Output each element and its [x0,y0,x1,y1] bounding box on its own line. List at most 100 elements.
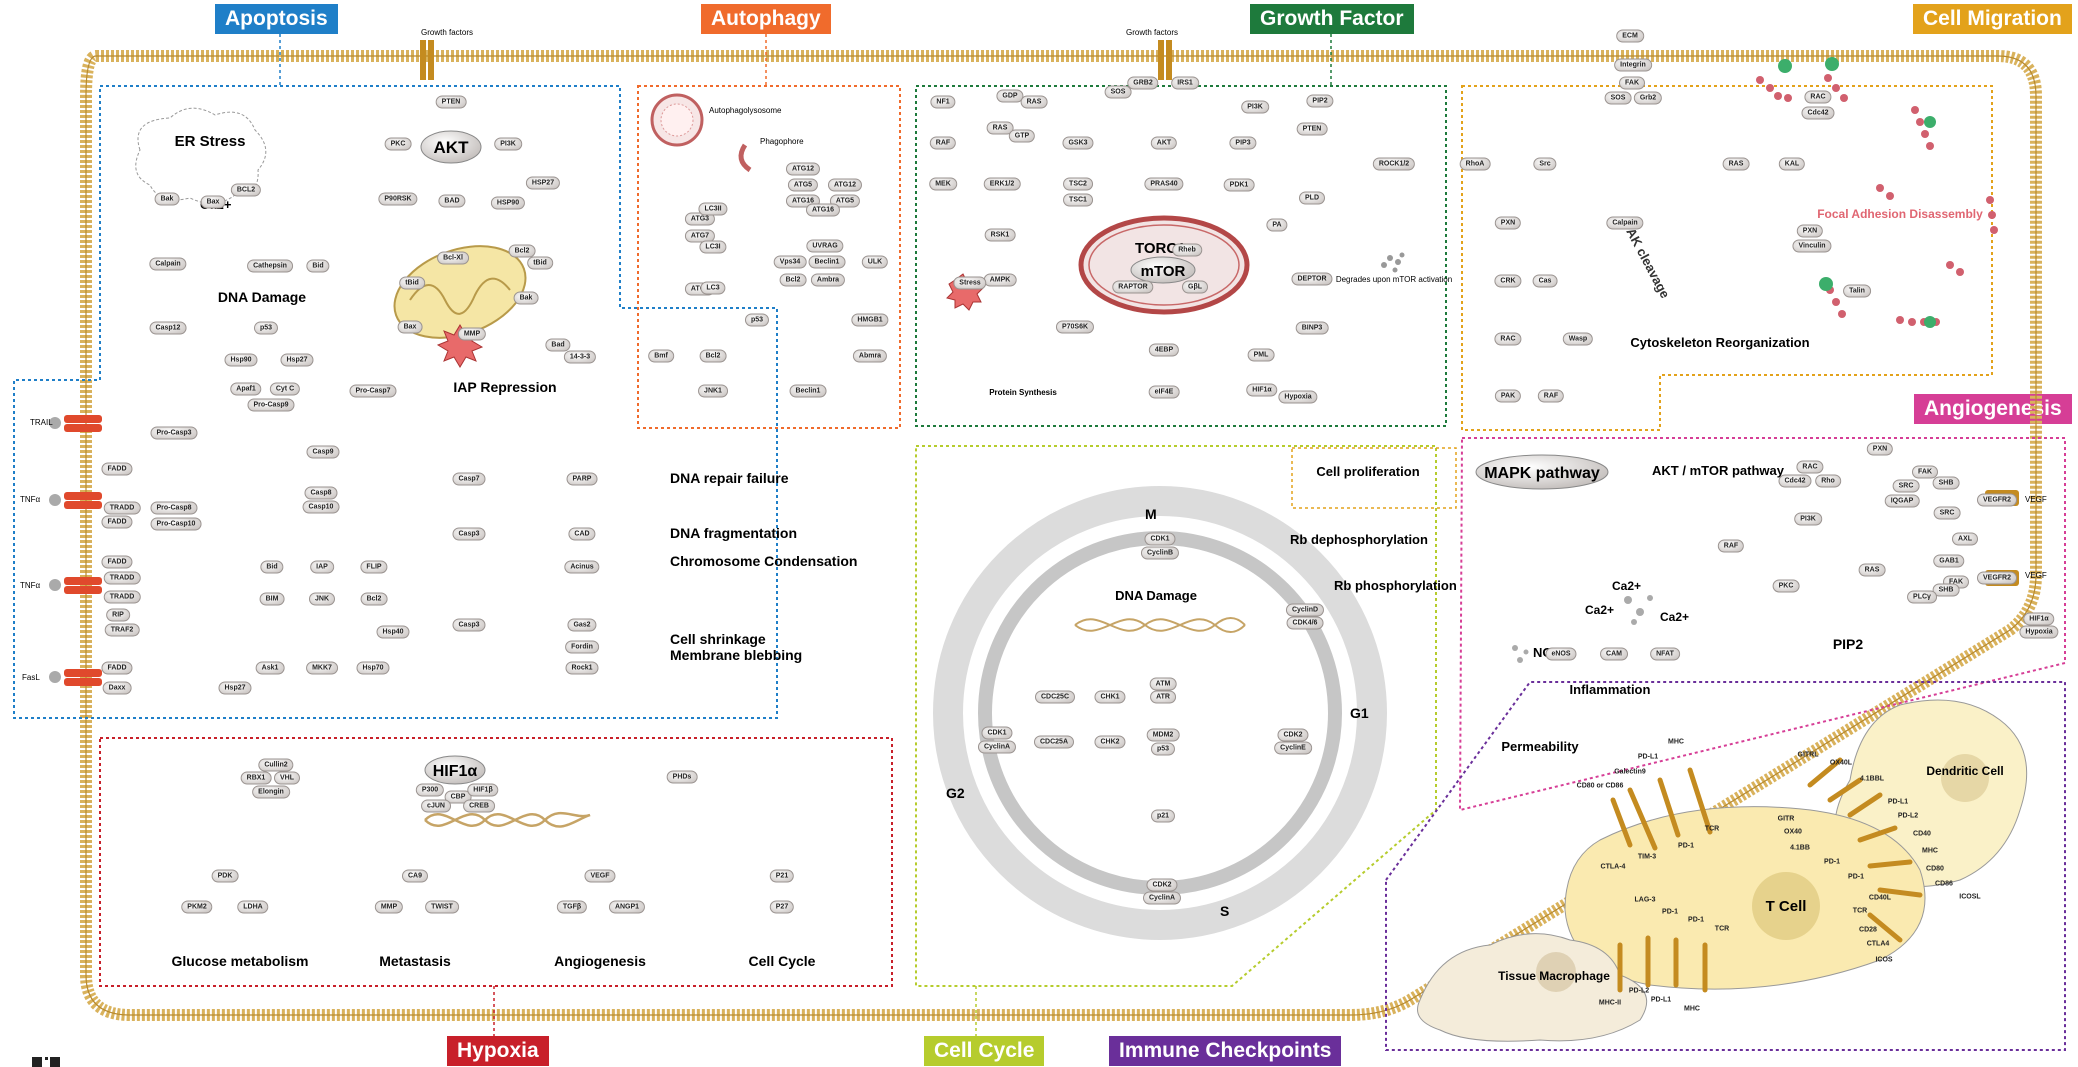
node-hypoxia-pdk: PDK [211,869,239,883]
node-autophagy-vps34: Vps34 [773,255,807,269]
dna-helix-cell-cycle [1074,616,1246,634]
node-growth-factor-raf: RAF [929,136,957,150]
fak-cleavage-label: FAK cleavage [1620,219,1673,301]
dna-fragmentation-label: DNA fragmentation [670,525,797,541]
node-angiogenesis-pkc: PKC [1772,579,1800,593]
node-growth-factor-pdk1: PDK1 [1223,178,1255,192]
node-apoptosis-procasp7: Pro-Casp7 [349,384,397,398]
node-hypoxia-vegf: VEGF [584,869,616,883]
node-apoptosis-cytc: Cyt C [269,382,301,396]
node-angiogenesis-gab1: GAB1 [1933,554,1965,568]
apoptosis-box [13,85,778,719]
node-growth-factor-deptor: DEPTOR [1291,272,1333,286]
immune-receptor-sticks [1610,757,1923,993]
node-autophagy-atg12b: ATG12 [827,178,863,192]
node-apoptosis-iap: IAP [310,560,334,574]
node-apoptosis-cad: CAD [568,527,596,541]
node-apoptosis-tradd: TRADD [103,501,141,515]
node-growth-factor-rheb: Rheb [1172,243,1202,257]
node-migration-sos: SOS [1604,91,1632,105]
node-angiogenesis-cdc42: Cdc42 [1778,474,1812,488]
node-growth-factor-tsc2: TSC2 [1063,177,1093,191]
protein-synthesis-label: Protein Synthesis [989,388,1057,397]
dna-repair-failure-label: DNA repair failure [670,470,789,486]
node-autophagy-uvrag: UVRAG [806,239,844,253]
label-immune-cd80-86: CD80 or CD86 [1576,782,1624,790]
cell-shrinkage-label: Cell shrinkage [670,631,766,647]
phagophore-shape [738,143,752,173]
phase-m-label: M [1145,506,1157,522]
node-hypoxia-elongin: Elongin [252,785,290,799]
label-immune-pd1b: PD-1 [1824,858,1840,866]
pip2-label: PIP2 [1833,636,1864,652]
dna-helix-hypoxia [424,811,591,828]
node-apoptosis-acinus: Acinus [564,560,600,574]
node-migration-rac: RAC [1804,90,1832,104]
node-growth-factor-eif4e: eIF4E [1148,385,1180,399]
node-cell-cycle-cyclinb: CyclinB [1140,546,1180,560]
node-migration-wasp: Wasp [1562,332,1594,346]
node-apoptosis-bax: Bax [200,195,226,209]
degrade-dots [1381,252,1405,273]
node-apoptosis-rip: RIP [106,608,130,622]
label-immune-galectin9: Galectin9 [1614,768,1646,776]
membrane-blebbing-label: Membrane blebbing [670,647,802,663]
node-hypoxia-twist: TWIST [425,900,459,914]
label-immune-bb41: 4.1BB [1790,844,1810,852]
node-cell-cycle-cycline: CyclinE [1274,741,1312,755]
receptor-right: Growth factors [1126,28,1178,80]
fasl-label: FasL [22,673,40,682]
node-apoptosis-hsp27b: Hsp27 [280,353,314,367]
node-growth-factor-ampk: AMPK [983,273,1017,287]
node-angiogenesis-rho: Rho [1815,474,1841,488]
node-migration-pak: PAK [1494,389,1522,403]
angiogenesis-outcome-label: Angiogenesis [554,953,646,969]
node-autophagy-bcl2: Bcl2 [779,273,807,287]
node-apoptosis-fadd2: FADD [101,515,133,529]
node-migration-ras: RAS [1722,157,1750,171]
node-angiogenesis-nfat: NFAT [1650,647,1680,661]
mtor-label: mTOR [1141,263,1186,280]
node-migration-raf: RAF [1537,389,1565,403]
node-angiogenesis-raf: RAF [1717,539,1745,553]
section-tag-hypoxia: Hypoxia [447,1036,549,1066]
node-migration-fak: FAK [1619,76,1645,90]
node-apoptosis-bcl2b: Bcl2 [508,244,536,258]
node-apoptosis-casp9: Casp9 [306,445,340,459]
node-growth-factor-tsc1: TSC1 [1063,193,1093,207]
label-immune-pdl2b: PD-L2 [1628,987,1650,995]
focal-adhesion-label: Focal Adhesion Disassembly [1817,207,1983,221]
node-growth-factor-rock12: ROCK1/2 [1372,157,1416,171]
node-apoptosis-p90rsk: P90RSK [378,192,418,206]
node-angiogenesis-fak: FAK [1912,465,1938,479]
node-autophagy-atg5: ATG5 [787,178,819,192]
node-apoptosis-bak2: Bak [513,291,539,305]
node-migration-kal: KAL [1778,157,1806,171]
label-immune-cd28: CD28 [1859,926,1877,934]
node-autophagy-atg16b: ATG16 [805,203,841,217]
label-immune-pd1d: PD-1 [1662,908,1678,916]
node-cell-cycle-atm: ATM [1149,677,1177,691]
vegf-label: VEGF [2025,571,2047,580]
label-immune-mhc2: MHC [1922,847,1938,855]
node-hypoxia-angp1: ANGP1 [608,900,646,914]
node-autophagy-bmf: Bmf [648,349,674,363]
node-growth-factor-pten: PTEN [1296,122,1328,136]
node-hypoxia-mmp: MMP [374,900,404,914]
node-apoptosis-mkk7: MKK7 [306,661,338,675]
node-hypoxia-cullin2: Cullin2 [258,758,294,772]
node-cell-cycle-cyclina: CyclinA [977,740,1017,754]
node-cell-cycle-cdc25c: CDC25C [1034,690,1076,704]
integrin-clusters [1778,57,1936,328]
node-hypoxia-vhl: VHL [274,771,300,785]
node-apoptosis-jnk: JNK [308,592,336,606]
phase-g1-label: G1 [1350,705,1369,721]
hif1a-node [424,755,486,785]
label-immune-cd40: CD40 [1913,830,1931,838]
node-apoptosis-flip: FLIP [360,560,388,574]
cell-cycle-box [915,445,1437,987]
node-angiogenesis-src2: SRC [1933,506,1961,520]
node-apoptosis-pten: PTEN [435,95,467,109]
node-autophagy-beclin1b: Beclin1 [789,384,827,398]
node-apoptosis-hsp70: Hsp70 [356,661,390,675]
